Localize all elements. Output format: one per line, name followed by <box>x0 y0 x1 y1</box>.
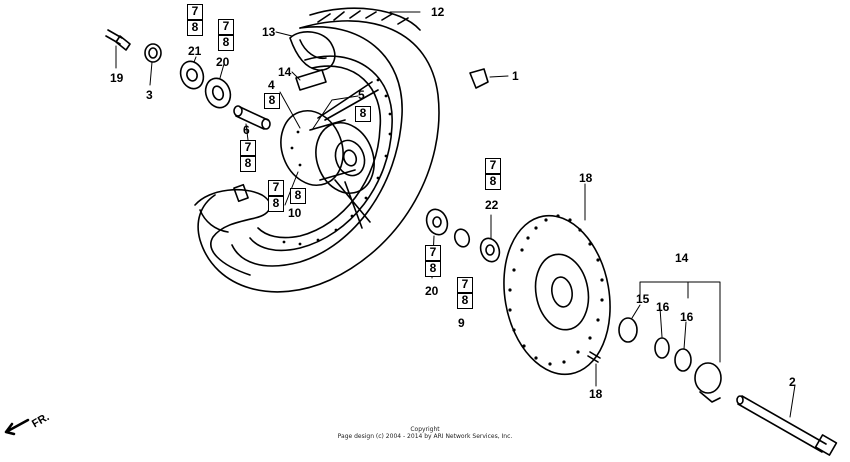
callout-2: 2 <box>789 375 796 389</box>
tire <box>197 20 440 293</box>
callout-19: 19 <box>110 71 124 85</box>
copyright-line-1: Copyright <box>410 426 440 433</box>
ref-box: 8 <box>187 20 203 36</box>
callout-16a: 16 <box>656 300 670 314</box>
callout-21: 21 <box>188 44 202 58</box>
part-14 <box>694 362 722 394</box>
ref-box: 8 <box>355 106 371 122</box>
part-15 <box>618 317 638 343</box>
part-18 <box>587 351 601 363</box>
callout-1: 1 <box>512 69 519 83</box>
fr-arrow <box>4 418 30 436</box>
callout-22: 22 <box>485 198 499 212</box>
callout-6: 6 <box>243 123 250 137</box>
tube <box>289 31 336 71</box>
part-1 <box>469 68 489 89</box>
part-3 <box>144 43 162 63</box>
callout-14: 14 <box>675 251 689 265</box>
callout-4: 4 <box>268 78 275 92</box>
callout-9: 9 <box>458 316 465 330</box>
disc-holes <box>508 214 604 366</box>
ref-box: 7 <box>485 158 501 174</box>
part-22 <box>479 237 501 263</box>
ref-box: 8 <box>425 261 441 277</box>
part-16a <box>654 337 670 359</box>
ref-box: 7 <box>218 19 234 35</box>
ref-box: 8 <box>240 156 256 172</box>
ref-box: 7 <box>187 4 203 20</box>
ref-box: 8 <box>268 196 284 212</box>
part-19 <box>105 29 131 51</box>
callout-20b: 20 <box>425 284 439 298</box>
ref-box: 8 <box>485 174 501 190</box>
ref-box: 8 <box>264 93 280 109</box>
part-20-lower <box>425 208 449 236</box>
callout-12: 13 <box>262 25 276 39</box>
tire-section <box>194 189 271 276</box>
ref-box: 7 <box>425 245 441 261</box>
callout-17: 18 <box>579 171 593 185</box>
part-2 <box>737 395 827 453</box>
hub-flange <box>280 110 344 186</box>
callout-20: 20 <box>216 55 230 69</box>
part-6 <box>235 106 269 130</box>
ref-box: 7 <box>268 180 284 196</box>
part-20-upper <box>204 77 232 109</box>
rim-holes <box>282 78 392 246</box>
ref-box: 8 <box>457 293 473 309</box>
callout-3: 3 <box>146 88 153 102</box>
ref-box: 8 <box>290 188 306 204</box>
callout-15: 15 <box>636 292 650 306</box>
brake-disc <box>503 214 611 376</box>
callout-11: 12 <box>431 5 445 19</box>
callout-10: 10 <box>288 206 302 220</box>
ref-box: 7 <box>457 277 473 293</box>
callout-18: 18 <box>589 387 603 401</box>
tire-tread <box>309 7 421 31</box>
ref-box: 7 <box>240 140 256 156</box>
part-16b <box>674 348 692 372</box>
callout-5: 5 <box>358 88 365 102</box>
callout-13: 14 <box>278 65 292 79</box>
part-9 <box>453 228 471 248</box>
callout-16b: 16 <box>680 310 694 324</box>
part-21 <box>179 60 205 90</box>
ref-box: 8 <box>218 35 234 51</box>
copyright-line-2: Page design (c) 2004 - 2014 by ARI Netwo… <box>337 433 513 440</box>
